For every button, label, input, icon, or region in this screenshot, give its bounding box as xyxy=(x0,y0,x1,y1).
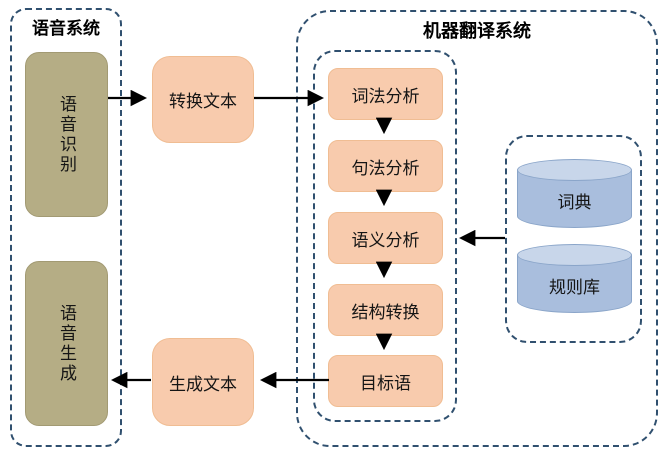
speech-recognition-node: 语音识别 xyxy=(25,52,108,217)
target-language-node: 目标语 xyxy=(328,355,443,407)
mt-system-container xyxy=(296,10,658,447)
cylinder-top xyxy=(517,159,632,181)
syntax-analysis-node: 句法分析 xyxy=(328,140,443,192)
speech-generation-node: 语音生成 xyxy=(25,261,108,426)
speech-generation-label: 语音生成 xyxy=(56,303,76,384)
mt-system-title: 机器翻译系统 xyxy=(423,21,531,42)
generate-text-node: 生成文本 xyxy=(152,338,254,426)
rulebase-label: 规则库 xyxy=(549,277,600,298)
speech-system-title: 语音系统 xyxy=(32,19,100,39)
rulebase-cylinder: 规则库 xyxy=(517,244,632,313)
mt-pipeline-container xyxy=(313,50,457,422)
semantic-analysis-node: 语义分析 xyxy=(328,212,443,264)
dictionary-label: 词典 xyxy=(557,192,592,213)
cylinder-top xyxy=(517,244,632,266)
lexical-analysis-node: 词法分析 xyxy=(328,68,443,120)
speech-system-container xyxy=(10,8,122,447)
dictionary-cylinder: 词典 xyxy=(517,159,632,228)
speech-recognition-label: 语音识别 xyxy=(56,94,76,175)
database-group-container xyxy=(505,135,642,343)
structure-transform-node: 结构转换 xyxy=(328,284,443,336)
convert-text-node: 转换文本 xyxy=(152,56,254,143)
